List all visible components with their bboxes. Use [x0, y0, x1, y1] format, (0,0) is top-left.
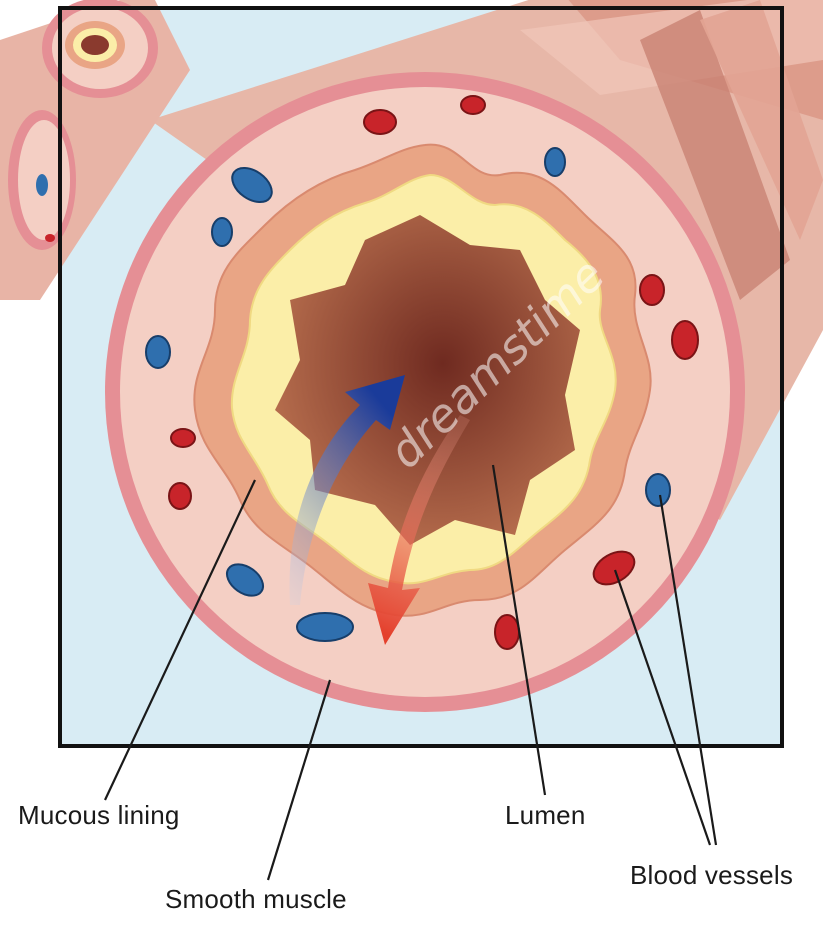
blood-vessel-red — [171, 429, 195, 447]
label-blood-vessels: Blood vessels — [630, 860, 793, 891]
blood-vessel-red — [495, 615, 519, 649]
blood-vessel-red — [640, 275, 664, 305]
blood-vessel-red — [461, 96, 485, 114]
label-mucous-lining: Mucous lining — [18, 800, 180, 831]
blood-vessel-red — [672, 321, 698, 359]
blood-vessel-blue — [297, 613, 353, 641]
blood-vessel-blue — [545, 148, 565, 176]
blood-vessel-blue — [212, 218, 232, 246]
blood-vessel-red — [169, 483, 191, 509]
blood-vessel-blue — [646, 474, 670, 506]
blood-vessel-red — [364, 110, 396, 134]
label-smooth-muscle: Smooth muscle — [165, 884, 347, 915]
label-lumen: Lumen — [505, 800, 586, 831]
airway-cross-section — [105, 72, 745, 712]
blood-vessel-blue — [146, 336, 170, 368]
